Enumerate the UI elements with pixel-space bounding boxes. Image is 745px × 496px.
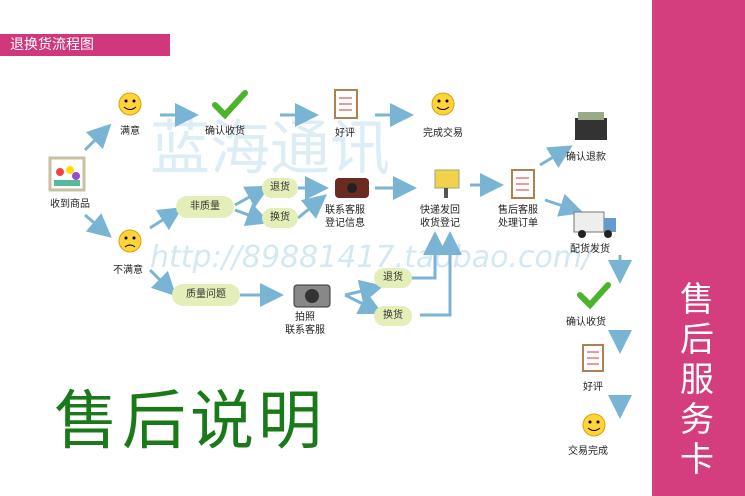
node-satisfied: 满意 — [120, 126, 140, 137]
main-title: 售后说明 — [54, 385, 326, 459]
arrow — [297, 194, 327, 220]
node-ship-goods: 配货发货 — [570, 244, 610, 255]
sidebar-title: 售后服务卡 — [680, 280, 714, 480]
arrow — [234, 203, 271, 227]
node-exchange2: 换货 — [374, 306, 412, 326]
arrow — [83, 123, 112, 152]
node-unsatisfied: 不满意 — [113, 265, 143, 276]
node-return1: 退货 — [262, 178, 298, 198]
node-exchange1: 换货 — [262, 208, 298, 228]
arrow — [234, 185, 270, 208]
node-good-review2: 好评 — [583, 382, 603, 393]
node-return2: 退货 — [374, 268, 412, 288]
right-panel — [652, 0, 745, 496]
arrow — [148, 268, 177, 297]
node-non-quality: 非质量 — [176, 196, 234, 218]
arrow — [544, 193, 584, 217]
watermark-url: http://89881417.taobao.com/ — [150, 240, 593, 275]
node-quality-issue: 质量问题 — [172, 284, 240, 306]
node-complete-trade: 完成交易 — [423, 128, 463, 139]
node-photo-contact: 拍照 联系客服 — [285, 312, 325, 336]
node-aftersale-order: 售后客服 处理订单 — [498, 205, 538, 229]
node-confirm-receipt2: 确认收货 — [566, 317, 606, 328]
arrow — [344, 279, 384, 304]
arrow — [539, 145, 573, 169]
node-trade-complete: 交易完成 — [568, 446, 608, 457]
arrow — [420, 231, 462, 317]
node-contact-service: 联系客服 登记信息 — [325, 205, 365, 229]
node-express-back: 快递发回 收货登记 — [420, 205, 460, 229]
arrow — [84, 213, 112, 238]
node-received: 收到商品 — [50, 199, 90, 210]
banner-title: 退换货流程图 — [0, 34, 170, 56]
node-confirm-refund: 确认退款 — [566, 152, 606, 163]
node-good-review: 好评 — [335, 128, 355, 139]
arrow — [410, 231, 447, 280]
arrow — [344, 292, 384, 315]
node-confirm-receipt: 确认收货 — [205, 126, 245, 137]
arrow — [149, 207, 183, 231]
